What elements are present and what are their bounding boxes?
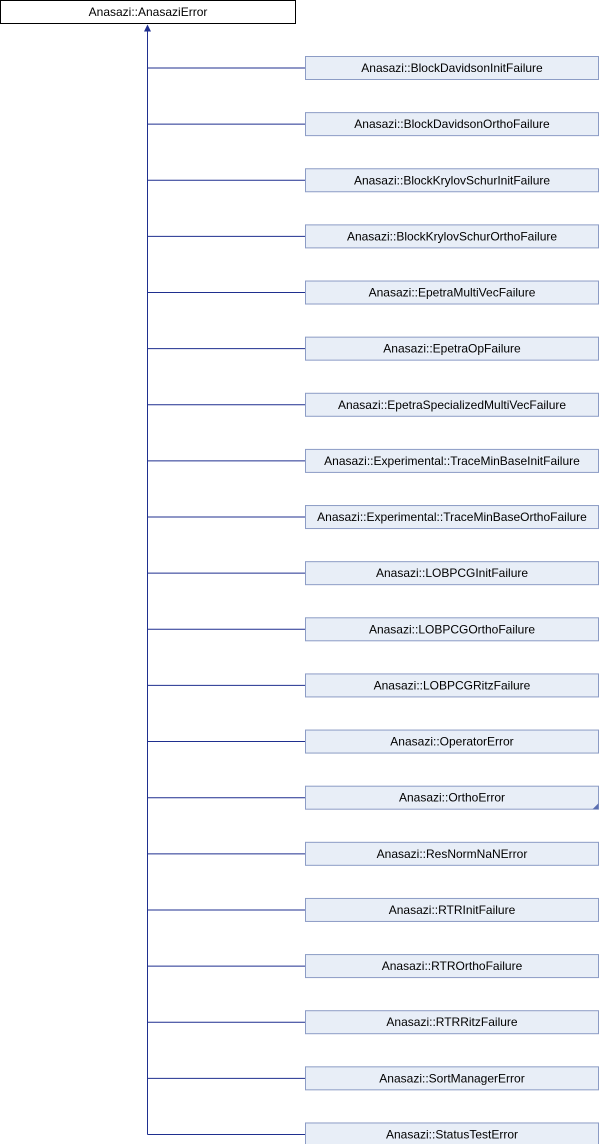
derived-class-node[interactable]: Anasazi::LOBPCGOrthoFailure (305, 617, 599, 642)
derived-class-box (305, 561, 599, 586)
derived-class-node[interactable]: Anasazi::LOBPCGInitFailure (305, 561, 599, 586)
derived-class-node[interactable]: Anasazi::ResNormNaNError (305, 841, 599, 866)
derived-class-box (305, 168, 599, 193)
root-class-box (0, 0, 296, 24)
derived-class-node[interactable]: Anasazi::EpetraSpecializedMultiVecFailur… (305, 392, 599, 417)
derived-class-node[interactable]: Anasazi::EpetraMultiVecFailure (305, 280, 599, 305)
derived-class-label: Anasazi::BlockKrylovSchurInitFailure (354, 173, 550, 187)
derived-class-label: Anasazi::LOBPCGRitzFailure (374, 678, 531, 692)
derived-class-box (305, 785, 599, 810)
derived-class-box (305, 56, 599, 80)
derived-class-label: Anasazi::RTROrthoFailure (382, 959, 523, 973)
derived-class-node[interactable]: Anasazi::OperatorError (305, 729, 599, 754)
derived-class-box (305, 841, 599, 866)
derived-class-node[interactable]: Anasazi::SortManagerError (305, 1066, 599, 1091)
root-class-label: Anasazi::AnasaziError (89, 5, 208, 19)
derived-class-label: Anasazi::BlockDavidsonOrthoFailure (354, 117, 550, 131)
derived-class-box (305, 112, 599, 137)
derived-class-label: Anasazi::OperatorError (390, 735, 513, 749)
derived-class-node[interactable]: Anasazi::BlockKrylovSchurInitFailure (305, 168, 599, 193)
derived-class-box (305, 954, 599, 979)
derived-class-label: Anasazi::BlockKrylovSchurOrthoFailure (347, 229, 557, 243)
derived-class-label: Anasazi::StatusTestError (386, 1127, 518, 1141)
derived-class-node[interactable]: Anasazi::RTRInitFailure (305, 897, 599, 922)
derived-class-node[interactable]: Anasazi::OrthoError (305, 785, 599, 810)
derived-class-box (305, 673, 599, 698)
derived-class-box (305, 617, 599, 642)
derived-class-box (305, 505, 599, 530)
derived-class-box (305, 224, 599, 249)
derived-class-nodes: Anasazi::BlockDavidsonInitFailureAnasazi… (305, 56, 599, 1144)
derived-class-box (305, 729, 599, 754)
derived-class-label: Anasazi::EpetraMultiVecFailure (369, 286, 536, 300)
derived-class-box (305, 448, 599, 473)
derived-class-label: Anasazi::EpetraOpFailure (383, 342, 521, 356)
derived-class-label: Anasazi::OrthoError (399, 791, 505, 805)
derived-class-label: Anasazi::EpetraSpecializedMultiVecFailur… (338, 398, 566, 412)
derived-class-box (305, 392, 599, 417)
derived-class-node[interactable]: Anasazi::BlockKrylovSchurOrthoFailure (305, 224, 599, 249)
derived-class-label: Anasazi::Experimental::TraceMinBaseOrtho… (317, 510, 587, 524)
derived-class-box (305, 897, 599, 922)
derived-class-node[interactable]: Anasazi::BlockDavidsonInitFailure (305, 56, 599, 80)
derived-class-node[interactable]: Anasazi::StatusTestError (305, 1122, 599, 1144)
derived-class-box (305, 336, 599, 361)
derived-class-node[interactable]: Anasazi::Experimental::TraceMinBaseOrtho… (305, 505, 599, 530)
derived-class-label: Anasazi::RTRInitFailure (389, 903, 516, 917)
derived-class-node[interactable]: Anasazi::RTROrthoFailure (305, 954, 599, 979)
derived-class-label: Anasazi::RTRRitzFailure (386, 1015, 517, 1029)
derived-class-node[interactable]: Anasazi::LOBPCGRitzFailure (305, 673, 599, 698)
derived-class-node[interactable]: Anasazi::EpetraOpFailure (305, 336, 599, 361)
derived-class-box (305, 1010, 599, 1035)
root-class-node[interactable]: Anasazi::AnasaziError (0, 0, 296, 24)
derived-class-label: Anasazi::LOBPCGOrthoFailure (369, 622, 535, 636)
derived-class-node[interactable]: Anasazi::RTRRitzFailure (305, 1010, 599, 1035)
derived-class-label: Anasazi::Experimental::TraceMinBaseInitF… (324, 454, 580, 468)
derived-class-label: Anasazi::SortManagerError (379, 1071, 524, 1085)
more-subclasses-icon (592, 803, 599, 810)
derived-class-node[interactable]: Anasazi::BlockDavidsonOrthoFailure (305, 112, 599, 137)
inheritance-edges (144, 24, 306, 1135)
derived-class-box (305, 280, 599, 305)
derived-class-box (305, 1066, 599, 1091)
derived-class-label: Anasazi::LOBPCGInitFailure (376, 566, 528, 580)
derived-class-box (305, 1122, 599, 1144)
inheritance-arrow-icon (144, 24, 151, 32)
derived-class-label: Anasazi::BlockDavidsonInitFailure (361, 61, 543, 75)
derived-class-label: Anasazi::ResNormNaNError (377, 847, 528, 861)
derived-class-node[interactable]: Anasazi::Experimental::TraceMinBaseInitF… (305, 448, 599, 473)
